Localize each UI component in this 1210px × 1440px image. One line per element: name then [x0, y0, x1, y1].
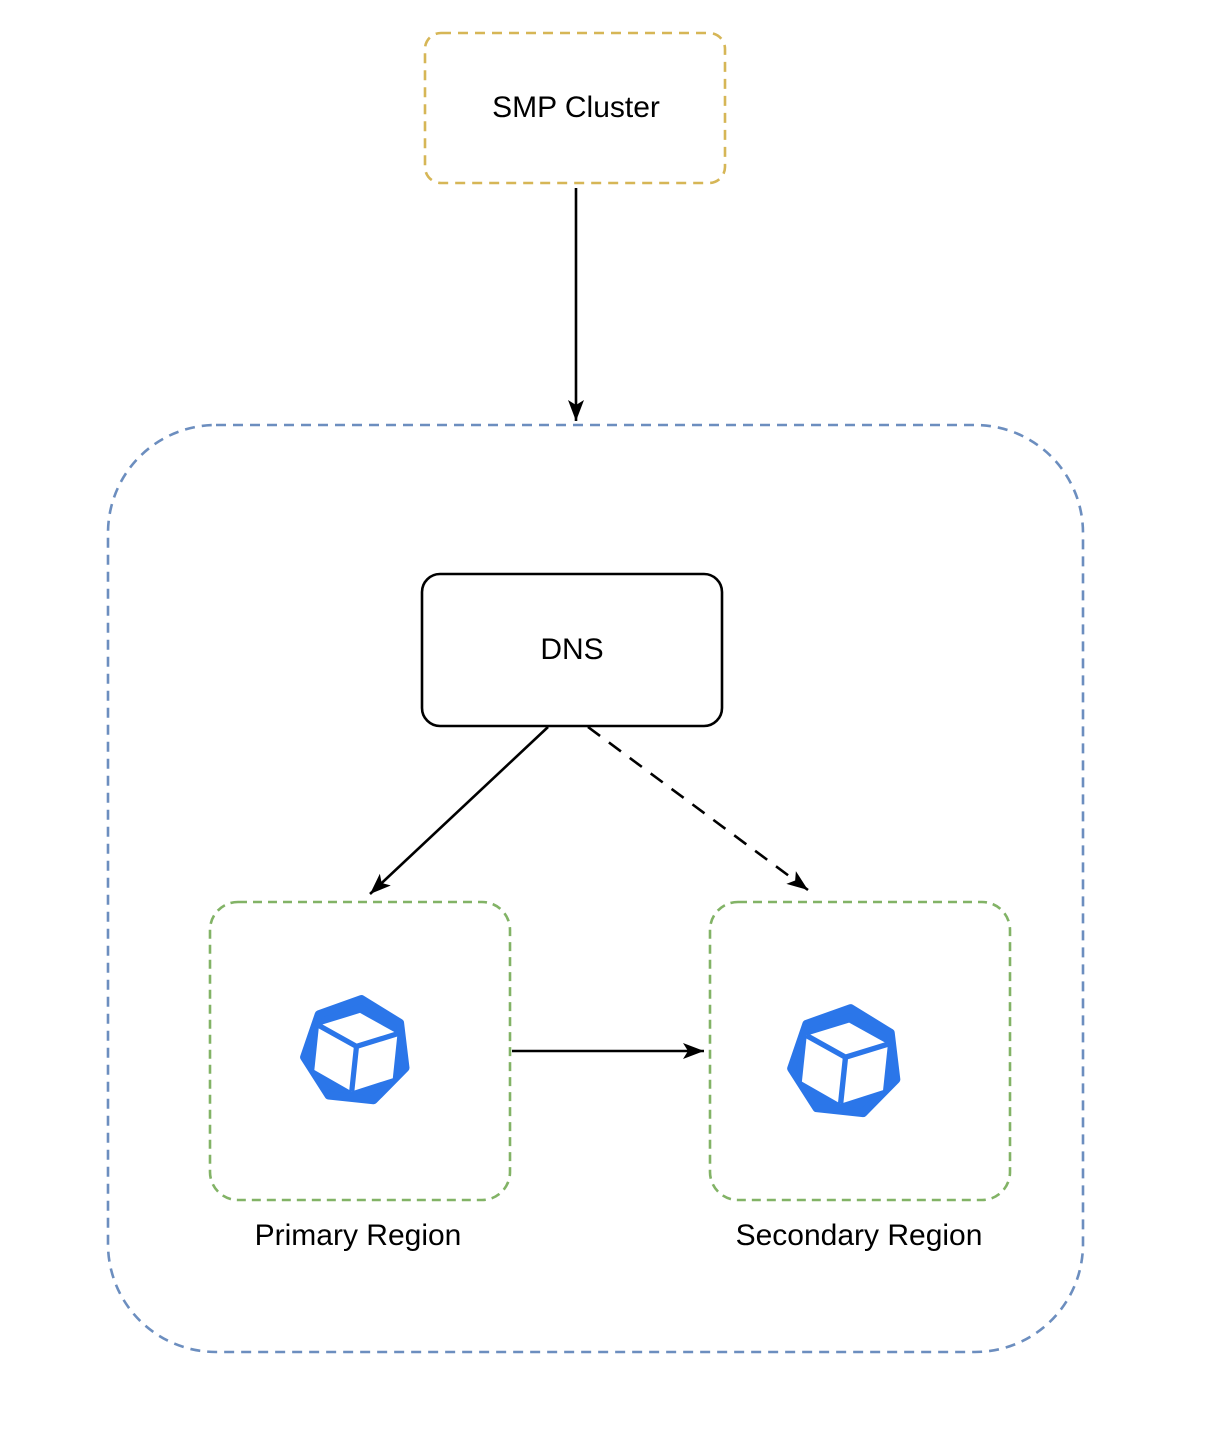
edge-dns-to-secondary	[587, 725, 809, 892]
dns-node	[420, 572, 724, 728]
dns-label: DNS	[540, 633, 604, 666]
edge-dns-to-primary	[369, 726, 549, 895]
smp-cluster-node	[423, 31, 727, 185]
primary-region-label: Primary Region	[254, 1219, 462, 1252]
smp-cluster-label: SMP Cluster	[492, 91, 660, 124]
secondary-region-label: Secondary Region	[735, 1219, 983, 1252]
region-container-boundary	[106, 423, 1085, 1354]
